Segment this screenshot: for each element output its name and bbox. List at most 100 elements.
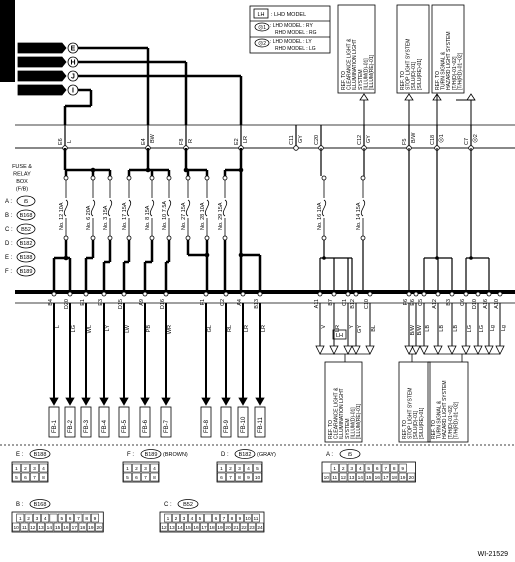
connector-pin: 14 bbox=[177, 525, 183, 531]
connector-pin-cell bbox=[39, 472, 48, 482]
fuse-connector-letter: B : bbox=[5, 213, 13, 219]
s2-line-2: RHD MODEL : LG bbox=[275, 46, 316, 52]
connector-pin: 1 bbox=[167, 516, 170, 522]
ref-top-3-line: REF. TO bbox=[435, 71, 441, 90]
connector-pin-cell bbox=[150, 463, 159, 473]
bottom-terminal-wire: BL bbox=[371, 325, 377, 332]
connector-outline bbox=[11, 511, 104, 533]
top-terminal-wire: B/W bbox=[411, 132, 417, 143]
ref-bottom-1-line: SYSTEM bbox=[345, 418, 351, 439]
connector-outline bbox=[11, 461, 49, 483]
fb-arrow bbox=[238, 397, 248, 406]
bottom-terminal-wire: LY bbox=[105, 325, 111, 332]
bottom-terminal-wire: LW bbox=[125, 324, 131, 333]
junction-dot bbox=[90, 167, 96, 173]
connector-pin: 23 bbox=[249, 525, 255, 531]
connector-pin: 9 bbox=[94, 516, 97, 522]
connector-pin: 19 bbox=[217, 525, 223, 531]
bottom-terminal-wire: RL bbox=[227, 325, 233, 332]
bottom-terminal bbox=[121, 291, 127, 297]
connector-pin-cell bbox=[364, 472, 373, 482]
bottom-terminal-pin: C1 bbox=[342, 299, 348, 306]
connector-outline bbox=[216, 461, 263, 483]
bottom-terminal bbox=[257, 291, 263, 297]
top-terminal-pin: C18 bbox=[430, 135, 436, 145]
connector-pin-cell bbox=[217, 472, 226, 482]
fuse-label: No. 27 15A bbox=[181, 202, 187, 230]
connector-pin: 6 bbox=[220, 475, 223, 481]
fuse-label: No. 29 15A bbox=[218, 202, 224, 230]
bottom-terminal bbox=[435, 291, 441, 297]
connector-pin-cell bbox=[390, 472, 399, 482]
ref-top-1-line: [ILLUM(D)-01] bbox=[363, 58, 369, 90]
bottom-terminal bbox=[51, 291, 57, 297]
fuse-connector-oval bbox=[16, 195, 36, 207]
connector-pin: 5 bbox=[60, 516, 63, 522]
connector-pin: 8 bbox=[153, 475, 156, 481]
ref-top-3-line: [T/H(RD)-01~02] bbox=[457, 52, 463, 90]
connector-pin: 20 bbox=[96, 525, 102, 531]
connector-outline bbox=[321, 461, 416, 483]
up-arrow bbox=[359, 93, 369, 101]
fuse-box-title: (F/B) bbox=[16, 187, 28, 193]
connector-pin: 11 bbox=[22, 525, 27, 531]
fuse-terminal bbox=[166, 175, 172, 181]
legend-box bbox=[249, 5, 331, 54]
connector-pin: 2 bbox=[342, 466, 345, 472]
fb-arrow bbox=[140, 397, 150, 406]
fuse-terminal bbox=[185, 235, 191, 241]
fb-label: FB-6 bbox=[143, 419, 149, 433]
connector-pin-cell bbox=[235, 463, 244, 473]
bottom-terminal-pin: B3 bbox=[446, 299, 452, 306]
down-arrow bbox=[404, 345, 414, 355]
connector-pin-cell bbox=[208, 522, 216, 532]
ref-bottom-2-line: [S/LU(RE)-01] bbox=[419, 407, 425, 439]
fuse-label: No. 6 20A bbox=[86, 205, 92, 230]
connector-pin: 7 bbox=[223, 516, 226, 522]
bottom-terminal-pin: D15 bbox=[118, 299, 124, 309]
bottom-terminal-wire: LR bbox=[261, 325, 267, 332]
ref-bottom-2-line: [S/LU(D)-01] bbox=[413, 410, 419, 439]
top-terminal-wire: GY bbox=[366, 135, 372, 143]
connector-pin-cell bbox=[123, 463, 132, 473]
ref-top-1-line: ILLUMINATION LIGHT bbox=[352, 39, 358, 90]
bottom-terminal-pin: B7 bbox=[328, 299, 334, 306]
ref-box-top-1 bbox=[337, 4, 376, 94]
connector-pin-cell bbox=[248, 522, 256, 532]
connector-pin-cell bbox=[347, 472, 356, 482]
connector-pin-cell bbox=[244, 513, 252, 523]
connector-pin-cell bbox=[253, 472, 262, 482]
junction-dot bbox=[469, 256, 473, 260]
connector-outline bbox=[122, 461, 160, 483]
bottom-terminal-wire: LR bbox=[244, 325, 250, 332]
connector-pin-cell bbox=[407, 472, 416, 482]
connector-pin-cell bbox=[39, 463, 48, 473]
connector-pin: 12 bbox=[30, 525, 36, 531]
connector-pin-cell bbox=[24, 513, 33, 523]
fuse-label: No. 3 15A bbox=[103, 205, 109, 230]
bottom-terminal-pin: B4 bbox=[48, 299, 54, 306]
connector-pin: 6 bbox=[376, 466, 379, 472]
fuse-element bbox=[321, 199, 327, 217]
connector-pin: 7 bbox=[144, 475, 147, 481]
bottom-terminal bbox=[475, 291, 481, 297]
supply-ref-2 bbox=[17, 56, 67, 68]
connector-code-oval bbox=[339, 449, 361, 459]
connector-pin: 7 bbox=[229, 475, 232, 481]
fb-label: FB-7 bbox=[164, 419, 170, 433]
connector-pin-cell bbox=[236, 513, 244, 523]
connector-pin: 24 bbox=[257, 525, 263, 531]
connector-code-oval bbox=[234, 449, 256, 459]
fuse-terminal bbox=[107, 235, 113, 241]
bottom-terminal bbox=[413, 291, 419, 297]
supply-ref-label: P-SUP(D)-02 bbox=[22, 88, 61, 95]
connector-pin-cell bbox=[21, 463, 30, 473]
connector-pin-cell bbox=[41, 513, 50, 523]
ref-box-top-3 bbox=[431, 4, 465, 94]
connector-pin: 3 bbox=[183, 516, 186, 522]
supply-ref-3 bbox=[17, 70, 67, 82]
connector-pin: 3 bbox=[238, 466, 241, 472]
supply-ref-letter: E bbox=[71, 46, 76, 53]
connector-pin-cell bbox=[240, 522, 248, 532]
connector-pin-cell bbox=[322, 472, 331, 482]
